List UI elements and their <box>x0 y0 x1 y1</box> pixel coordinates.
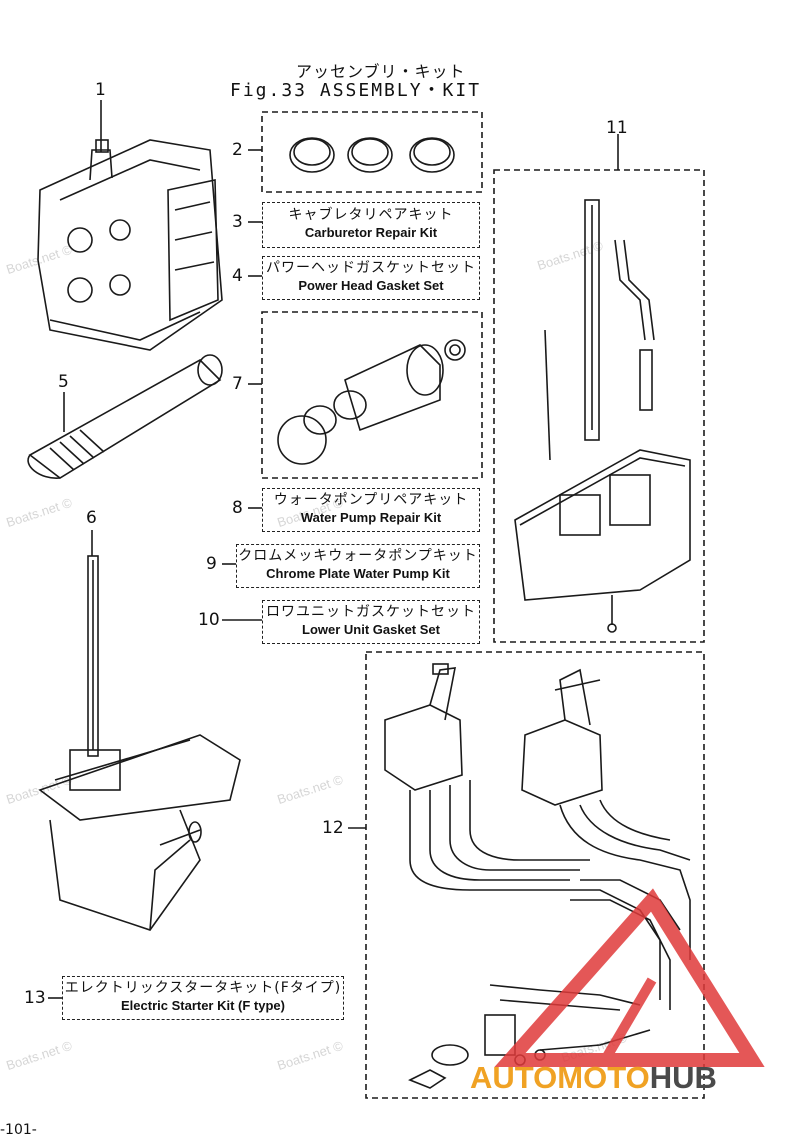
brand-part-1: AUTOMOTO <box>470 1060 650 1095</box>
part-number: 11 <box>606 118 628 138</box>
kit-label-lower-unit: ロワユニットガスケットセット Lower Unit Gasket Set <box>262 603 480 639</box>
label-japanese: キャブレタリペアキット <box>288 207 454 223</box>
label-japanese: ロワユニットガスケットセット <box>266 604 476 620</box>
kit-label-electric-starter: エレクトリックスタータキット(Fタイプ) Electric Starter Ki… <box>62 979 344 1015</box>
part-number: 4 <box>232 266 243 286</box>
part-number: 7 <box>232 374 243 394</box>
kit-box-lower-casing <box>493 169 705 643</box>
part-number: 3 <box>232 212 243 232</box>
label-japanese: エレクトリックスタータキット(Fタイプ) <box>64 980 342 996</box>
part-number: 5 <box>58 372 69 392</box>
kit-label-box <box>262 600 480 644</box>
label-english: Carburetor Repair Kit <box>304 225 438 240</box>
label-english: Lower Unit Gasket Set <box>302 622 440 637</box>
brand-logo-mark <box>494 888 765 1067</box>
part-number: 12 <box>322 818 344 838</box>
power-head-illustration <box>37 139 223 351</box>
piston-rings-illustration <box>289 137 455 173</box>
part-number: 9 <box>206 554 217 574</box>
kit-label-power-head: パワーヘッドガスケットセット Power Head Gasket Set <box>262 259 480 295</box>
kit-label-chrome-pump: クロムメッキウォータポンプキット Chrome Plate Water Pump… <box>236 547 480 583</box>
kit-box-water-pump <box>261 311 483 479</box>
part-number: 6 <box>86 508 97 528</box>
part-number: 8 <box>232 498 243 518</box>
title-japanese: アッセンブリ・キット <box>296 62 466 81</box>
brand-part-2: HUB <box>649 1060 717 1095</box>
kit-box-piston-rings <box>261 111 483 193</box>
remote-control-illustration <box>384 663 691 1089</box>
part-number: 10 <box>198 610 220 630</box>
part-number: 2 <box>232 140 243 160</box>
part-number: 13 <box>24 988 46 1008</box>
kit-label-box <box>262 256 480 300</box>
brand-wordmark: AUTOMOTOHUB <box>470 1060 717 1096</box>
kit-box-remote-control <box>365 651 705 1099</box>
drive-shaft-housing-illustration <box>27 354 223 479</box>
kit-label-water-pump: ウォータポンプリペアキット Water Pump Repair Kit <box>262 491 480 527</box>
label-japanese: クロムメッキウォータポンプキット <box>238 548 478 564</box>
kit-label-box <box>262 202 480 248</box>
part-number: 1 <box>95 80 106 100</box>
label-english: Electric Starter Kit (F type) <box>121 998 285 1013</box>
label-english: Power Head Gasket Set <box>298 278 444 293</box>
lower-unit-illustration <box>38 555 241 931</box>
kit-label-carburetor: キャブレタリペアキット Carburetor Repair Kit <box>262 206 480 242</box>
kit-label-box <box>262 488 480 532</box>
label-english: Chrome Plate Water Pump Kit <box>266 566 450 581</box>
kit-label-box <box>62 976 344 1020</box>
title-english: Fig.33 ASSEMBLY・KIT <box>230 80 482 101</box>
lower-casing-illustration <box>514 199 691 633</box>
label-japanese: パワーヘッドガスケットセット <box>266 260 476 276</box>
water-pump-illustration <box>277 339 466 465</box>
kit-label-box <box>236 544 480 588</box>
label-japanese: ウォータポンプリペアキット <box>273 492 469 508</box>
label-english: Water Pump Repair Kit <box>300 510 442 525</box>
page-number: -101- <box>0 1122 37 1138</box>
